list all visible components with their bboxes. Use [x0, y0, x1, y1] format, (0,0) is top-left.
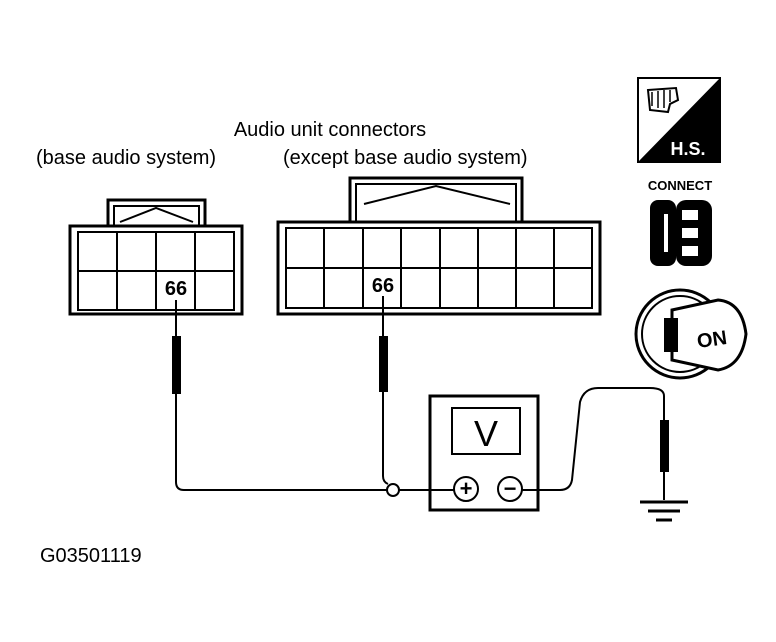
base-audio-connector: 66 — [68, 198, 244, 316]
connect-badge: CONNECT — [648, 178, 712, 266]
voltmeter-symbol: V — [474, 413, 498, 454]
hs-label: H.S. — [670, 139, 705, 159]
voltmeter: V + − — [428, 394, 540, 512]
subtitle-base-audio: (base audio system) — [36, 147, 216, 169]
wires — [175, 387, 665, 497]
ignition-key-icon — [634, 288, 748, 380]
wire-junction — [386, 483, 400, 497]
except-base-audio-connector: 66 — [276, 176, 602, 316]
hand-icon — [646, 86, 680, 114]
plus-sign: + — [460, 476, 473, 501]
subtitle-except-base-audio: (except base audio system) — [283, 147, 528, 169]
connector-icon — [650, 200, 712, 266]
figure-code: G03501119 — [40, 545, 142, 567]
ignition-badge: ON — [634, 288, 748, 380]
diagram-title: Audio unit connectors — [234, 119, 426, 141]
probe-ground — [660, 396, 669, 500]
base-connector-pin-label: 66 — [165, 278, 187, 300]
minus-sign: − — [504, 476, 517, 501]
connect-label: CONNECT — [648, 178, 712, 193]
ground-icon — [640, 500, 688, 522]
hs-badge: H.S. — [637, 77, 721, 163]
voltmeter-plus-terminal — [453, 476, 479, 502]
voltmeter-minus-terminal — [497, 476, 523, 502]
ignition-on-label: ON — [696, 327, 729, 353]
probe-center — [379, 296, 388, 404]
except-base-connector-pin-label: 66 — [372, 275, 394, 297]
probe-left — [172, 300, 181, 408]
